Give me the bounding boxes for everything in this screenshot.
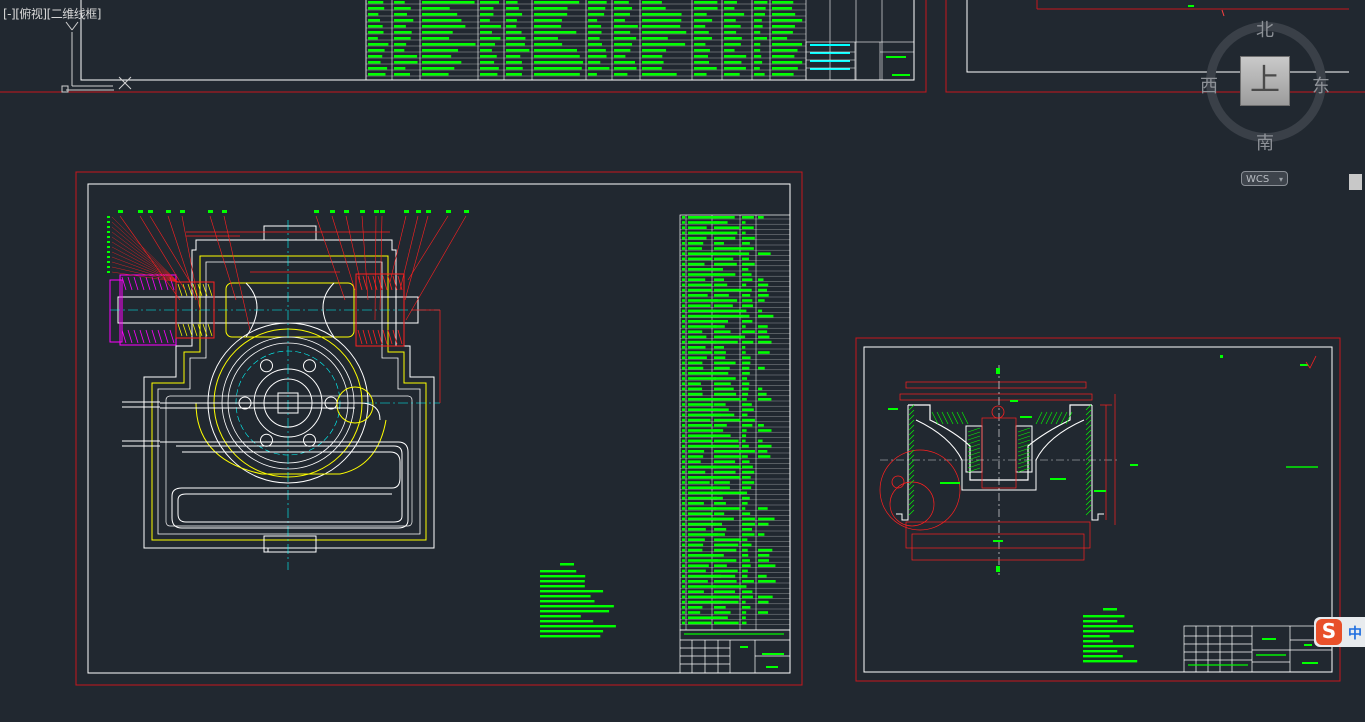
compass-east[interactable]: 东 <box>1312 76 1330 97</box>
ime-mode-indicator[interactable]: 中 <box>1348 626 1362 642</box>
section-hatching <box>908 404 1092 516</box>
part-balloon-leaders <box>107 210 469 331</box>
view-menu[interactable]: [俯视] <box>15 7 47 21</box>
part-title-text <box>1188 638 1318 666</box>
viewport-controls-label[interactable]: [-][俯视][二维线框] <box>3 5 101 22</box>
ucs-icon <box>61 21 132 93</box>
input-method-toolbar[interactable]: S 中 <box>1314 617 1365 647</box>
worm-wheel[interactable] <box>195 220 440 570</box>
compass-north[interactable]: 北 <box>1256 20 1274 41</box>
assembly-title-block <box>679 629 791 674</box>
gearbox-housing[interactable] <box>143 225 435 553</box>
cooling-coil[interactable] <box>122 401 409 529</box>
wcs-label: WCS <box>1246 174 1270 185</box>
wcs-menu-button[interactable]: WCS ▾ <box>1241 171 1288 186</box>
part-annotation-marks <box>888 355 1318 572</box>
assembly-title-text <box>684 633 784 668</box>
technical-requirements-text <box>540 563 616 638</box>
vertical-scrollbar-thumb[interactable] <box>1349 174 1362 190</box>
worm-shaft[interactable] <box>109 273 440 347</box>
viewcube-compass-ring[interactable] <box>1206 22 1326 142</box>
wheel-hub-section-view[interactable] <box>879 365 1120 575</box>
assembly-parts-list <box>679 214 791 631</box>
top-parts-list-text <box>368 1 910 76</box>
top-title-block <box>805 41 915 81</box>
top-assembly-sheet[interactable] <box>0 0 927 93</box>
viewcube-top-face[interactable]: 上 <box>1240 56 1290 106</box>
compass-south[interactable]: 南 <box>1256 133 1274 154</box>
compass-west[interactable]: 西 <box>1200 76 1218 97</box>
assembly-dimensions <box>186 231 441 403</box>
roughness-symbol <box>1305 355 1317 369</box>
top-parts-list-table <box>365 0 915 81</box>
viewport-controls-menu[interactable]: [-] <box>3 7 16 21</box>
part-technical-requirements <box>1083 608 1138 663</box>
chevron-down-icon: ▾ <box>1278 175 1283 184</box>
gearbox-assembly-sheet[interactable] <box>75 171 803 686</box>
wheel-hub-part-sheet[interactable] <box>855 337 1341 682</box>
visual-style-menu[interactable]: [二维线框] <box>46 7 102 21</box>
sogou-logo-icon[interactable]: S <box>1316 619 1342 645</box>
viewcube[interactable]: 上 北 南 西 东 <box>1198 14 1332 154</box>
